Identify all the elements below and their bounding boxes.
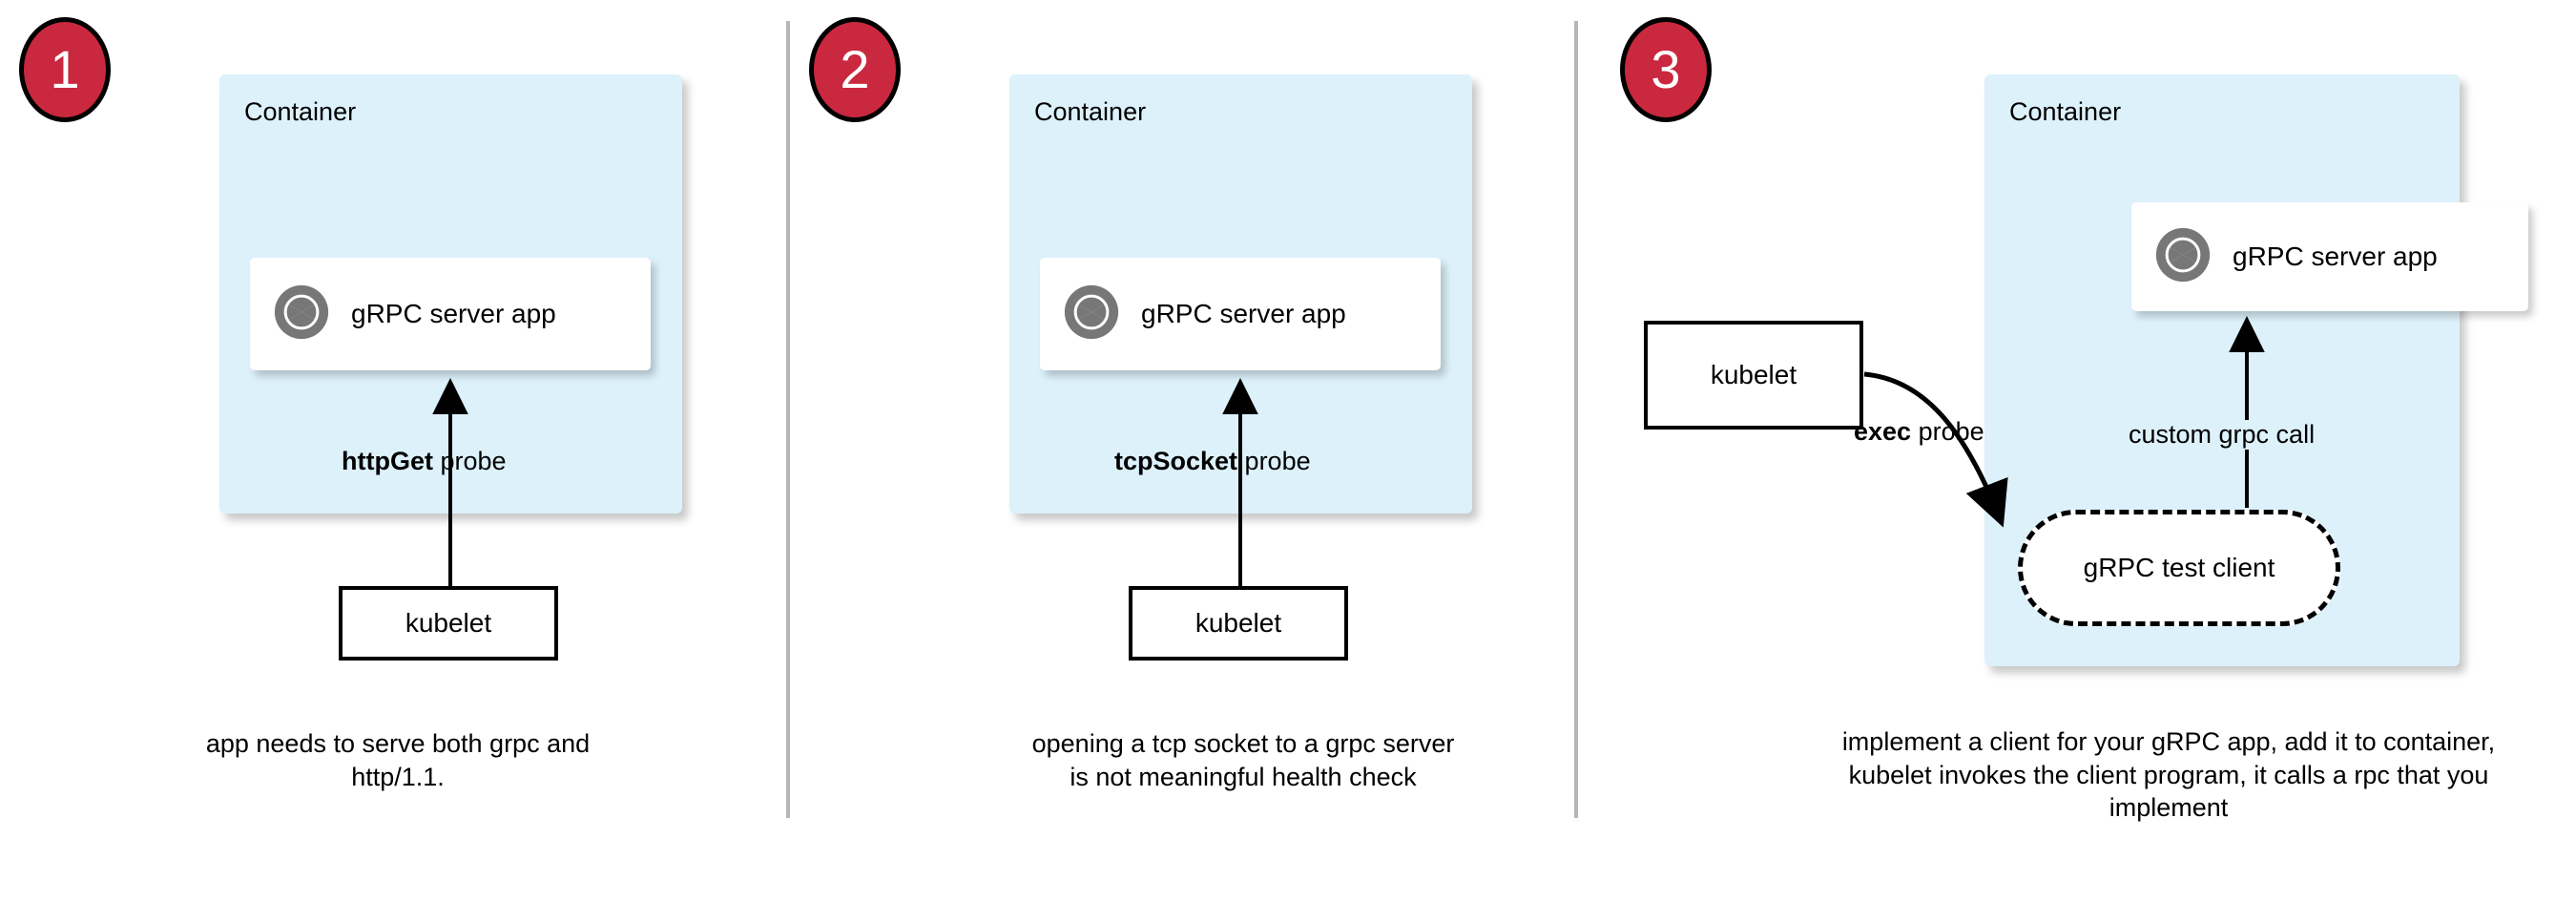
kubelet-label-3: kubelet — [1710, 360, 1797, 389]
step-badge-2: 2 — [809, 17, 901, 122]
probe-label-3-rest: probe — [1911, 417, 1984, 446]
container-label-3: Container — [2009, 97, 2122, 126]
step-badge-1: 1 — [19, 17, 111, 122]
grpc-server-app-label-2: gRPC server app — [1141, 299, 1346, 328]
grpc-server-app-card-3: gRPC server app — [2131, 202, 2528, 311]
container-label-1: Container — [244, 97, 357, 126]
kubelet-label-2: kubelet — [1195, 608, 1282, 638]
grpc-aperture-icon — [1063, 283, 1120, 346]
probe-label-2-bold: tcpSocket — [1114, 447, 1238, 475]
tcpsocket-probe-arrow-2 — [1222, 378, 1258, 587]
caption-3: implement a client for your gRPC app, ad… — [1841, 727, 2496, 823]
custom-grpc-call-label: custom grpc call — [2129, 420, 2316, 450]
probe-label-1-rest: probe — [432, 447, 507, 475]
probe-label-1: httpGet probe — [342, 447, 507, 476]
container-label-2: Container — [1034, 97, 1147, 126]
grpc-aperture-icon — [273, 283, 330, 346]
grpc-server-app-card-2: gRPC server app — [1040, 258, 1441, 370]
panel-2-tcpsocket: 2 Container — [790, 0, 1574, 923]
caption-1: app needs to serve both grpc and http/1.… — [205, 729, 591, 791]
grpc-server-app-label-1: gRPC server app — [351, 299, 556, 328]
panel-3-exec: 3 Container — [1578, 0, 2576, 923]
step-badge-1-number: 1 — [50, 39, 80, 99]
caption-2: opening a tcp socket to a grpc server is… — [1031, 729, 1455, 791]
grpc-server-app-card-1: gRPC server app — [250, 258, 651, 370]
probe-label-1-bold: httpGet — [342, 447, 433, 475]
kubelet-box-1: kubelet — [339, 586, 558, 661]
panel-1-httpget: 1 Container — [0, 0, 786, 923]
grpc-aperture-icon — [2154, 226, 2212, 288]
step-badge-2-number: 2 — [840, 39, 870, 99]
probe-label-3-bold: exec — [1854, 417, 1912, 446]
panel-divider-1 — [786, 21, 790, 818]
grpc-server-app-label-3: gRPC server app — [2233, 241, 2438, 271]
step-badge-3-number: 3 — [1651, 39, 1681, 99]
grpc-test-client-label: gRPC test client — [2083, 553, 2275, 582]
kubelet-label-1: kubelet — [405, 608, 492, 638]
custom-grpc-call-arrow — [2229, 316, 2265, 508]
httpget-probe-arrow-1 — [432, 378, 468, 587]
kubelet-box-3: kubelet — [1644, 321, 1863, 430]
grpc-test-client-box: gRPC test client — [2018, 510, 2340, 626]
probe-label-2-rest: probe — [1237, 447, 1311, 475]
panel-divider-2 — [1574, 21, 1578, 818]
step-badge-3: 3 — [1620, 17, 1712, 122]
probe-label-2: tcpSocket probe — [1114, 447, 1311, 476]
probe-label-3: exec probe — [1854, 417, 1984, 447]
exec-probe-arrow — [1863, 371, 2008, 528]
kubelet-box-2: kubelet — [1129, 586, 1348, 661]
